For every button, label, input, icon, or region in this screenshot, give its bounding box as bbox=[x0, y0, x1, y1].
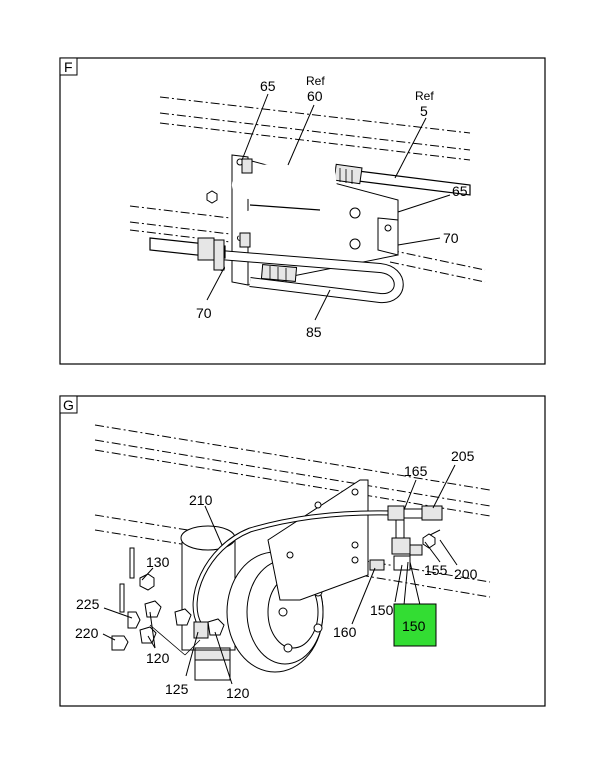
callout-200: 200 bbox=[454, 566, 478, 582]
callout-ref-60-word: Ref bbox=[306, 74, 325, 88]
panel-g-tee-fitting bbox=[387, 505, 443, 541]
callout-150: 150 bbox=[370, 602, 394, 618]
callout-205: 205 bbox=[451, 448, 475, 464]
callout-210: 210 bbox=[189, 492, 213, 508]
panel-f: F bbox=[59, 57, 546, 365]
callout-65-right: 65 bbox=[452, 183, 468, 199]
panel-f-leaders bbox=[206, 93, 451, 321]
panel-g-small-fittings bbox=[111, 547, 225, 656]
panel-f-letter-box bbox=[59, 57, 78, 76]
callout-155: 155 bbox=[424, 562, 448, 578]
callout-70-right: 70 bbox=[443, 230, 459, 246]
callout-70-bottom: 70 bbox=[196, 305, 212, 321]
callout-120-left: 120 bbox=[146, 650, 170, 666]
panel-f-letter: F bbox=[64, 59, 73, 75]
callout-65-top: 65 bbox=[260, 78, 276, 94]
callout-160: 160 bbox=[333, 624, 357, 640]
panel-f-frame-rails bbox=[129, 96, 486, 283]
panel-g: G bbox=[59, 395, 546, 707]
callout-220: 220 bbox=[75, 625, 99, 641]
panel-g-drum bbox=[226, 479, 369, 673]
panel-g-valve-assembly bbox=[369, 529, 441, 571]
panel-f-ref5-tube bbox=[333, 163, 471, 196]
callout-125: 125 bbox=[165, 681, 189, 697]
panel-g-air-line bbox=[192, 510, 393, 627]
callout-85: 85 bbox=[306, 324, 322, 340]
panel-f-hose-85 bbox=[219, 250, 404, 303]
highlight-box-150[interactable] bbox=[393, 603, 437, 647]
panel-g-letter-box bbox=[59, 395, 78, 414]
callout-150-highlighted[interactable]: 150 bbox=[402, 618, 426, 634]
panel-f-left-tube bbox=[149, 190, 226, 271]
callout-120-bottom: 120 bbox=[226, 685, 250, 701]
callout-165: 165 bbox=[404, 463, 428, 479]
callout-130: 130 bbox=[146, 554, 170, 570]
callout-225: 225 bbox=[76, 596, 100, 612]
panel-f-hose-loops bbox=[231, 158, 361, 250]
callout-ref-60-number: 60 bbox=[307, 88, 323, 104]
callout-ref-5-number: 5 bbox=[420, 103, 428, 119]
callout-ref-5-word: Ref bbox=[415, 89, 434, 103]
panel-g-leaders bbox=[102, 464, 458, 685]
panel-g-letter: G bbox=[63, 397, 74, 413]
